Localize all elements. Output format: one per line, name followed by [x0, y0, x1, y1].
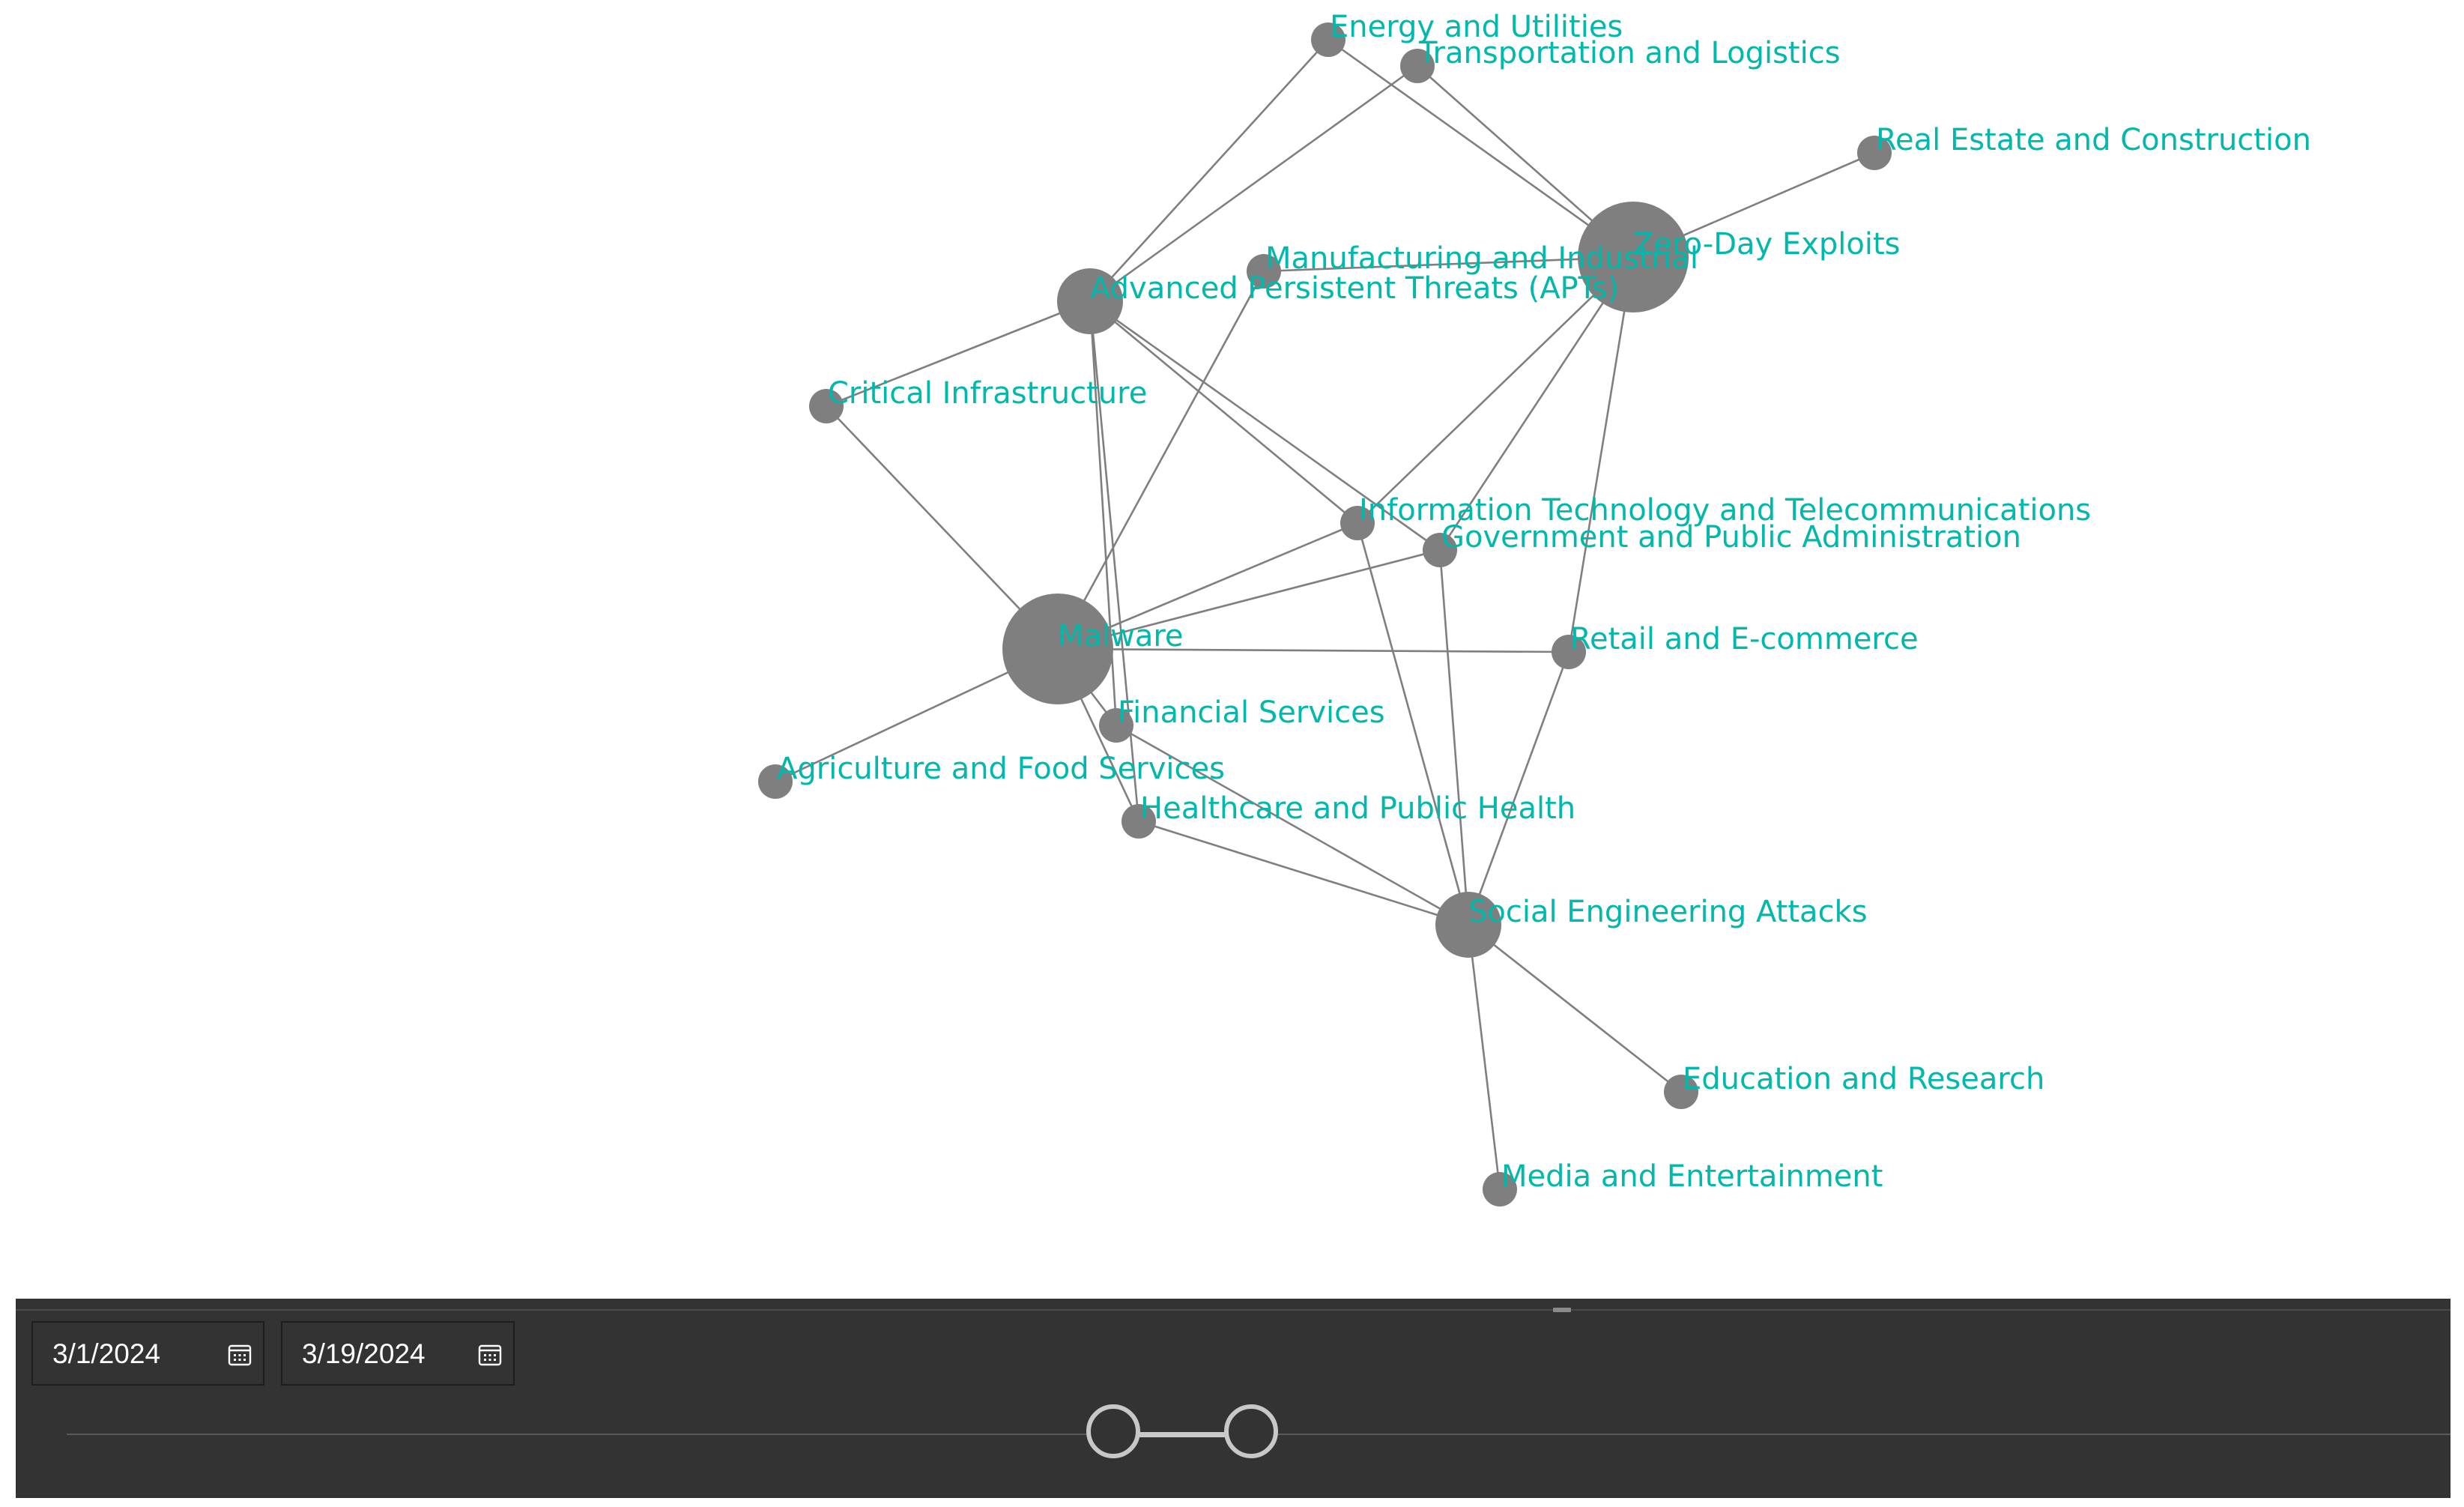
- graph-edge-social-retail: [1467, 651, 1570, 925]
- graph-node-label-financial: Financial Services: [1118, 695, 1385, 730]
- resize-grip-handle[interactable]: [1553, 1308, 1571, 1312]
- graph-edge-zero_day-energy: [1328, 38, 1634, 259]
- nodes-layer: [758, 22, 1892, 1206]
- graph-node-social[interactable]: [1435, 892, 1501, 958]
- end-date-field[interactable]: 3/19/2024: [281, 1321, 515, 1386]
- graph-edge-apt-energy: [1089, 39, 1329, 302]
- graph-edge-social-government: [1438, 549, 1470, 925]
- graph-node-label-it_telecom: Information Technology and Telecommunica…: [1359, 493, 2091, 528]
- start-date-value: 3/1/2024: [52, 1338, 161, 1369]
- slider-end-handle[interactable]: [1224, 1404, 1278, 1458]
- graph-node-label-energy: Energy and Utilities: [1330, 10, 1623, 44]
- graph-node-it_telecom[interactable]: [1340, 506, 1375, 540]
- graph-node-manufacturing[interactable]: [1247, 254, 1281, 289]
- graph-edge-zero_day-retail: [1567, 256, 1635, 653]
- graph-edge-malware-critical: [826, 405, 1059, 650]
- graph-node-malware[interactable]: [1002, 594, 1113, 704]
- graph-node-label-government: Government and Public Administration: [1441, 520, 2021, 555]
- graph-edge-social-financial: [1116, 724, 1469, 926]
- graph-node-transport[interactable]: [1400, 49, 1435, 83]
- graph-edge-social-it_telecom: [1356, 522, 1470, 925]
- end-date-value: 3/19/2024: [302, 1338, 426, 1369]
- graph-node-media[interactable]: [1483, 1172, 1517, 1206]
- graph-edge-zero_day-it_telecom: [1357, 256, 1634, 524]
- graph-edge-social-media: [1467, 924, 1501, 1190]
- graph-edge-apt-government: [1089, 300, 1441, 552]
- graph-edge-apt-it_telecom: [1089, 300, 1358, 525]
- graph-edge-social-education: [1468, 923, 1682, 1093]
- graph-node-government[interactable]: [1423, 533, 1457, 567]
- graph-edge-malware-retail: [1057, 647, 1569, 653]
- graph-node-energy[interactable]: [1311, 22, 1345, 57]
- start-date-field[interactable]: 3/1/2024: [31, 1321, 264, 1386]
- graph-node-label-apt: Advanced Persistent Threats (APTs): [1090, 271, 1619, 306]
- graph-node-label-healthcare: Healthcare and Public Health: [1140, 791, 1575, 826]
- graph-node-education[interactable]: [1664, 1075, 1698, 1109]
- graph-node-financial[interactable]: [1099, 708, 1133, 743]
- graph-node-label-critical: Critical Infrastructure: [828, 376, 1147, 411]
- graph-node-healthcare[interactable]: [1121, 804, 1156, 839]
- graph-edge-apt-critical: [826, 300, 1091, 408]
- graph-node-zero_day[interactable]: [1578, 202, 1689, 312]
- graph-node-label-real_estate: Real Estate and Construction: [1876, 123, 2311, 157]
- graph-node-label-transport: Transportation and Logistics: [1418, 36, 1841, 70]
- graph-node-label-agriculture: Agriculture and Food Services: [777, 752, 1225, 786]
- panel-divider: [16, 1309, 2451, 1311]
- edges-layer: [775, 38, 1875, 1190]
- graph-edge-zero_day-government: [1438, 256, 1635, 551]
- calendar-icon[interactable]: [227, 1342, 252, 1368]
- graph-node-label-social: Social Engineering Attacks: [1468, 895, 1868, 929]
- graph-node-label-malware: Malware: [1058, 619, 1184, 653]
- graph-node-apt[interactable]: [1057, 268, 1123, 334]
- graph-node-critical[interactable]: [809, 389, 844, 423]
- graph-edge-zero_day-manufacturing: [1263, 256, 1634, 273]
- graph-node-label-zero_day: Zero-Day Exploits: [1633, 227, 1900, 262]
- graph-node-label-media: Media and Entertainment: [1501, 1159, 1883, 1194]
- graph-node-label-retail: Retail and E-commerce: [1570, 622, 1919, 656]
- graph-node-retail[interactable]: [1552, 635, 1586, 669]
- date-slider-selected-range: [1113, 1432, 1248, 1437]
- graph-edge-malware-manufacturing: [1056, 271, 1265, 650]
- slider-start-handle[interactable]: [1086, 1404, 1140, 1458]
- graph-edge-apt-transport: [1089, 64, 1418, 303]
- graph-edge-social-healthcare: [1138, 820, 1469, 926]
- graph-node-real_estate[interactable]: [1857, 136, 1892, 170]
- date-range-slicer: 3/1/2024 3/19/2024: [16, 1299, 2451, 1498]
- graph-node-label-manufacturing: Manufacturing and Industrial: [1265, 241, 1698, 276]
- calendar-icon[interactable]: [477, 1342, 503, 1368]
- graph-node-label-education: Education and Research: [1683, 1062, 2044, 1096]
- graph-node-agriculture[interactable]: [758, 764, 793, 799]
- graph-edge-malware-government: [1057, 549, 1441, 650]
